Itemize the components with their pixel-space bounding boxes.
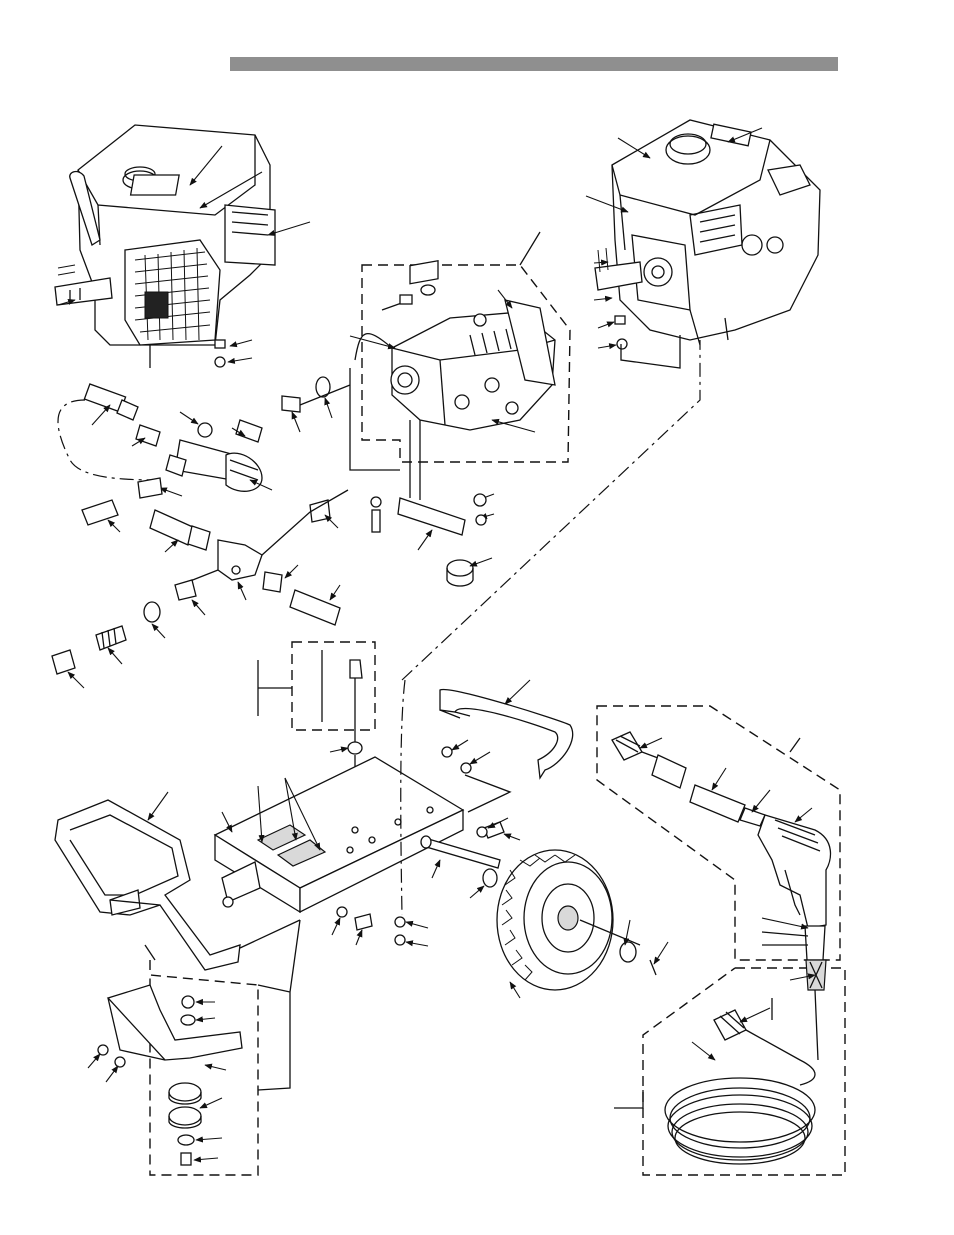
frame-base: [215, 757, 463, 912]
engine-right-view: [595, 120, 820, 368]
engine-left-view: [55, 125, 275, 368]
axle: [421, 836, 500, 868]
tee-fitting: [150, 500, 340, 625]
unloader-valve: [84, 377, 330, 491]
handle-left: [55, 800, 240, 970]
high-pressure-hose: [665, 960, 826, 1164]
wheel: [497, 850, 613, 990]
